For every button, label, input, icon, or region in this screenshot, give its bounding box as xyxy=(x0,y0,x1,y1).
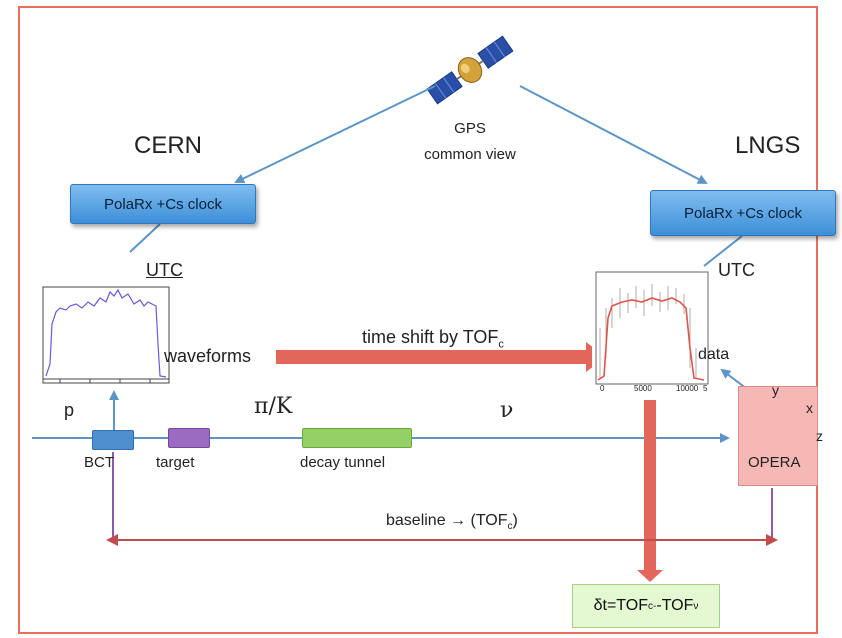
opera-detector xyxy=(738,386,818,486)
time-shift-label: time shift by TOFc xyxy=(362,327,504,351)
baseline-label: baseline → (TOFc) xyxy=(386,512,518,532)
cern-clock-utc-link xyxy=(129,223,161,253)
target-label: target xyxy=(156,454,195,471)
lngs-clock-box: PolaRx +Cs clock xyxy=(650,190,836,236)
waveforms-label: waveforms xyxy=(164,346,252,366)
satellite-icon xyxy=(426,35,514,105)
cern-clock-box: PolaRx +Cs clock xyxy=(70,184,256,224)
waveform-plot-cern xyxy=(40,284,172,386)
opera-axis-z: z xyxy=(816,428,823,444)
lngs-label: LNGS xyxy=(735,132,801,159)
baseline-end: ) xyxy=(512,512,518,529)
pion-kaon-label: π/K xyxy=(254,394,293,419)
opera-label: OPERA xyxy=(748,454,801,471)
data-plot-lngs xyxy=(592,268,712,400)
opera-axis-y: y xyxy=(772,382,779,398)
result-sub1: c- xyxy=(648,600,657,612)
plot-tick-10000: 10000 xyxy=(676,384,699,393)
target-component xyxy=(168,428,210,448)
gps-to-cern-line xyxy=(234,85,436,184)
gps-common-view-label: common view xyxy=(424,146,516,163)
plot-tick-0: 0 xyxy=(600,384,605,393)
utc-left-label: UTC xyxy=(146,260,183,280)
bct-label: BCT xyxy=(84,454,114,471)
plot-tick-5000: 5000 xyxy=(634,384,652,393)
plot-tick-5: 5 xyxy=(703,384,708,393)
decay-tunnel-label: decay tunnel xyxy=(300,454,386,471)
proton-label: p xyxy=(64,400,75,420)
cern-label: CERN xyxy=(134,132,203,159)
opera-axis-x: x xyxy=(806,400,813,416)
gps-label: GPS xyxy=(454,120,486,137)
gps-to-lngs-line xyxy=(519,85,708,184)
baseline-text: baseline → (TOF xyxy=(386,512,508,529)
time-shift-sub: c xyxy=(498,338,504,351)
decay-tunnel-component xyxy=(302,428,412,448)
neutrino-label: ν xyxy=(500,398,514,423)
result-sub2: ν xyxy=(693,600,699,612)
baseline-sub: c xyxy=(507,521,513,533)
bct-component xyxy=(92,430,134,450)
data-label: data xyxy=(698,346,730,363)
result-arrow xyxy=(637,400,663,582)
result-prefix: δt=TOF xyxy=(593,597,649,614)
lngs-clock-utc-link xyxy=(703,235,743,267)
result-mid: -TOF xyxy=(656,597,694,614)
time-shift-text: time shift by TOF xyxy=(362,327,499,347)
utc-right-label: UTC xyxy=(718,260,755,280)
